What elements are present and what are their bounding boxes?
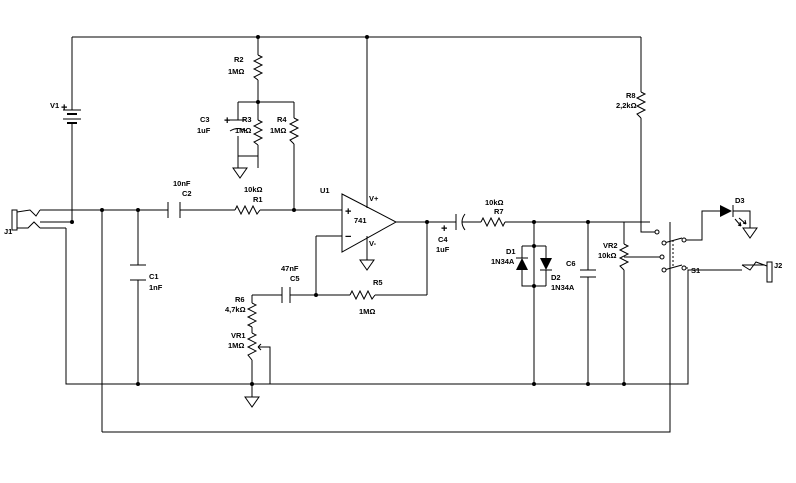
label-vr2: VR2 — [603, 241, 618, 250]
labels: V1 + J1 J2 C1 1nF 10nF C2 C3 1uF + + C4 … — [4, 55, 782, 350]
label-r4: R4 — [277, 115, 287, 124]
label-r6: R6 — [235, 295, 245, 304]
label-r8-value: 2,2kΩ — [616, 101, 637, 110]
label-c3: C3 — [200, 115, 210, 124]
label-u1-vminus: V- — [369, 239, 377, 248]
label-u1-noninv: + — [345, 206, 351, 218]
label-r7-value: 10kΩ — [485, 198, 504, 207]
ground-symbols — [232, 156, 758, 408]
label-r5-value: 1MΩ — [359, 307, 375, 316]
switch-s1 — [654, 229, 687, 273]
diode-d1 — [516, 257, 528, 270]
capacitor-c1 — [130, 264, 146, 281]
label-c1: C1 — [149, 272, 159, 281]
label-c2: C2 — [182, 189, 192, 198]
label-c5-value: 47nF — [281, 264, 299, 273]
capacitor-c6 — [580, 269, 596, 278]
label-r2: R2 — [234, 55, 244, 64]
resistor-r7 — [480, 216, 506, 228]
label-d2-model: 1N34A — [551, 283, 575, 292]
label-r8: R8 — [626, 91, 636, 100]
label-r4-value: 1MΩ — [270, 126, 286, 135]
label-c4-plus: + — [441, 223, 447, 235]
jack-j2 — [741, 261, 773, 283]
resistor-r4 — [288, 117, 300, 145]
label-d2: D2 — [551, 273, 561, 282]
label-u1-vplus: V+ — [369, 194, 379, 203]
label-d1-model: 1N34A — [491, 257, 515, 266]
capacitor-c4 — [455, 213, 466, 231]
resistor-r3 — [252, 119, 264, 146]
label-v1-plus: + — [61, 102, 67, 114]
label-c4-value: 1uF — [436, 245, 450, 254]
label-vr2-value: 10kΩ — [598, 251, 617, 260]
label-c4: C4 — [438, 235, 448, 244]
capacitor-c3 — [229, 119, 247, 132]
resistor-r6 — [246, 302, 258, 328]
label-j2: J2 — [774, 261, 782, 270]
led-d3 — [720, 205, 747, 227]
diode-d2 — [540, 258, 552, 271]
label-c6: C6 — [566, 259, 576, 268]
label-r6-value: 4,7kΩ — [225, 305, 246, 314]
resistor-r8 — [635, 91, 647, 119]
label-r3: R3 — [242, 115, 252, 124]
wires — [40, 36, 765, 433]
label-c5: C5 — [290, 274, 300, 283]
opamp-u1 — [341, 193, 398, 253]
potentiometer-vr2 — [618, 243, 632, 271]
label-c3-plus: + — [224, 115, 230, 127]
resistor-r1 — [234, 204, 261, 216]
resistor-r5 — [349, 289, 376, 301]
jack-j1 — [11, 209, 41, 231]
label-r1-value: 10kΩ — [244, 185, 263, 194]
label-j1: J1 — [4, 227, 12, 236]
junctions — [70, 35, 626, 386]
label-r7: R7 — [494, 207, 504, 216]
label-vr1: VR1 — [231, 331, 246, 340]
capacitor-c5 — [281, 287, 291, 303]
label-c3-value: 1uF — [197, 126, 211, 135]
label-v1: V1 — [50, 101, 59, 110]
potentiometer-vr1 — [246, 332, 264, 361]
battery-v1 — [63, 100, 81, 132]
label-vr1-value: 1MΩ — [228, 341, 244, 350]
label-d1: D1 — [506, 247, 516, 256]
label-r2-value: 1MΩ — [228, 67, 244, 76]
label-c1-value: 1nF — [149, 283, 163, 292]
label-u1: U1 — [320, 186, 330, 195]
label-d3: D3 — [735, 196, 745, 205]
label-r5: R5 — [373, 278, 383, 287]
capacitor-c2 — [167, 202, 181, 218]
label-u1-inv: − — [345, 231, 351, 243]
label-r1: R1 — [253, 195, 263, 204]
label-u1-model: 741 — [354, 216, 367, 225]
resistor-r2 — [252, 54, 264, 81]
label-c2-value: 10nF — [173, 179, 191, 188]
label-r3-value: 1MΩ — [235, 126, 251, 135]
label-s1: S1 — [691, 266, 700, 275]
